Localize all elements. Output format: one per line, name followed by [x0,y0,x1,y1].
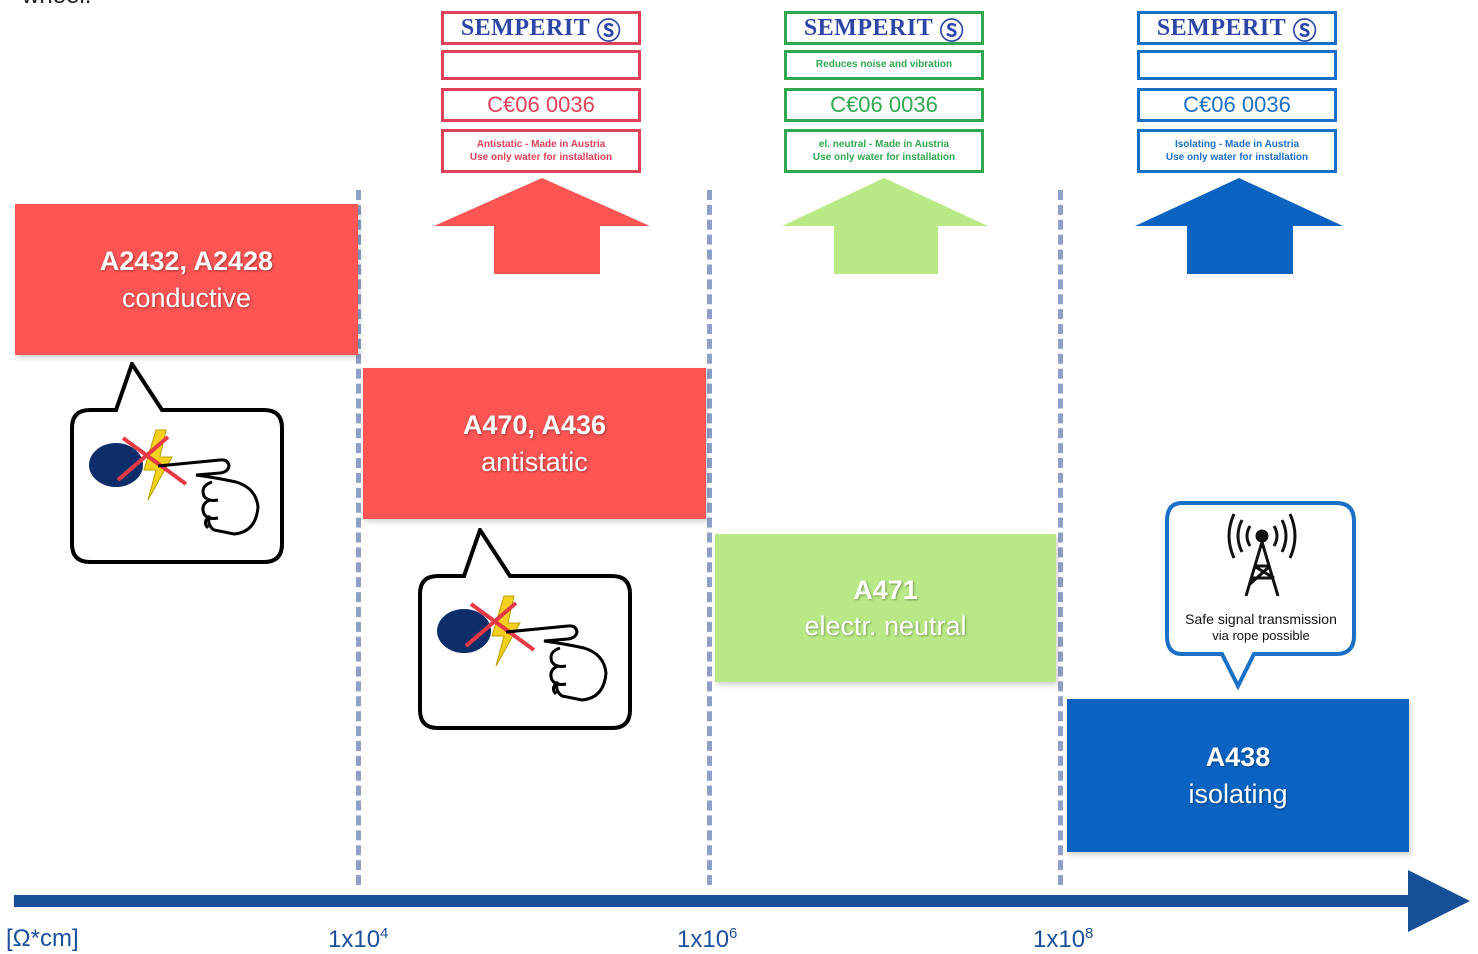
product-property: electr. neutral [804,611,967,641]
product-property: isolating [1188,778,1288,809]
resistivity-axis-arrow [14,870,1470,932]
label-info-row: Antistatic - Made in Austria Use only wa… [441,129,641,173]
brand-name: SEMPERIT [1156,14,1287,41]
label-info-line1: Isolating - Made in Austria [1174,138,1300,150]
label-info-row: el. neutral - Made in Austria Use only w… [784,129,984,173]
boundary-line-1e8 [1058,190,1063,885]
product-codes: A2432, A2428 [99,246,274,277]
label-ce-row: C€06 0036 [1137,88,1337,122]
label-ce-row: C€06 0036 [784,88,984,122]
brand-logo-icon: Ⓢ [939,18,965,45]
axis-tick-1e4: 1x104 [328,925,389,953]
axis-unit-label: [Ω*cm] [6,925,79,952]
no-shock-touch-icon [418,528,632,730]
antenna-icon [1227,513,1297,597]
product-box-isolating: A438 isolating [1067,699,1409,852]
label-info-line2: Use only water for installation [1165,152,1309,163]
brand-name: SEMPERIT [803,14,934,41]
product-property: antistatic [481,446,588,477]
brand-logo-icon: Ⓢ [1292,18,1318,45]
brand-logo-icon: Ⓢ [596,18,622,45]
boundary-line-1e6 [707,190,712,885]
label-subtitle-row [441,50,641,80]
label-info-line2: Use only water for installation [812,152,956,163]
product-box-antistatic: A470, A436 antistatic [363,368,706,519]
label-brand-row: SEMPERIT Ⓢ [1137,11,1337,45]
label-info-line1: Antistatic - Made in Austria [476,138,606,150]
product-box-conductive: A2432, A2428 conductive [15,204,358,355]
up-arrow-icon-antistatic [434,178,650,274]
label-info-line1: el. neutral - Made in Austria [818,138,950,150]
label-info-line2: Use only water for installation [469,152,613,163]
label-ce-row: C€06 0036 [441,88,641,122]
axis-tick-1e6: 1x106 [677,925,738,953]
product-codes: A438 [1205,742,1271,773]
top-cutoff-text: wheel. [22,0,91,10]
label-subtitle-row [1137,50,1337,80]
product-box-neutral: A471 electr. neutral [715,534,1056,682]
signal-bubble [1165,501,1356,690]
boundary-line-1e4 [356,190,361,885]
product-codes: A470, A436 [462,410,607,441]
brand-name: SEMPERIT [460,14,591,41]
up-arrow-icon-neutral [782,178,988,274]
product-codes: A471 [853,574,918,605]
up-arrow-icon-isolating [1135,178,1343,274]
label-brand-row: SEMPERIT Ⓢ [441,11,641,45]
label-brand-row: SEMPERIT Ⓢ [784,11,984,45]
signal-line-1: Safe signal transmission [1185,611,1337,627]
signal-bubble-text: Safe signal transmission via rope possib… [1170,611,1352,643]
no-shock-touch-icon [70,362,284,564]
signal-line-2: via rope possible [1212,627,1310,643]
label-subtitle-row: Reduces noise and vibration [784,50,984,80]
axis-tick-1e8: 1x108 [1033,925,1094,953]
product-property: conductive [121,282,252,313]
label-info-row: Isolating - Made in Austria Use only wat… [1137,129,1337,173]
